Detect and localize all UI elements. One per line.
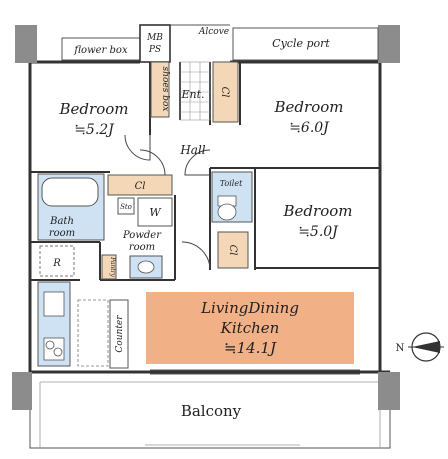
refrigerator-label: R <box>52 258 61 269</box>
entrance-floor <box>179 61 211 121</box>
balcony-windows <box>150 369 360 375</box>
compass <box>408 332 444 362</box>
counter-label: Counter <box>115 315 125 353</box>
columns <box>12 25 400 410</box>
toilet-room <box>211 171 253 223</box>
entrance-label: Ent. <box>180 88 204 101</box>
kitchen-cabinet <box>77 299 109 367</box>
shoes-box <box>150 61 170 118</box>
ldk-name-1: LivingDining <box>200 299 299 317</box>
ldk-size: ≒14.1J <box>224 339 277 357</box>
closet-hall-label: Cl <box>135 181 146 192</box>
ps-label: PS <box>148 45 161 55</box>
north-label: N <box>396 343 405 354</box>
mb-label: MB <box>146 33 163 43</box>
alcove-label: Alcove <box>198 27 229 37</box>
pantry <box>101 254 117 280</box>
ldk-name-2: Kitchen <box>220 319 280 337</box>
storage-label: Sto <box>120 203 132 211</box>
toilet-label: Toilet <box>220 179 243 188</box>
balcony-label: Balcony <box>181 402 242 420</box>
cycle-port-label: Cycle port <box>272 37 330 50</box>
balcony-area <box>29 371 391 449</box>
top-strip <box>61 24 379 63</box>
washer <box>137 197 173 227</box>
hall-doors <box>139 149 211 271</box>
closet-hall <box>107 174 173 196</box>
refrigerator-space <box>39 245 75 277</box>
closet-bedroom-mid <box>217 231 249 269</box>
powder-label-1: Powder <box>122 230 162 241</box>
closet-bedroom-mid-label: Cl <box>227 245 238 256</box>
hall-label: Hall <box>179 143 205 157</box>
ldk-area <box>146 292 354 364</box>
bedroom-east-size: ≒6.0J <box>289 120 330 136</box>
bedroom-west-name: Bedroom <box>59 100 129 118</box>
bedroom-mid-name: Bedroom <box>283 202 353 220</box>
pantry-label: Pantry <box>109 256 116 277</box>
bedroom-west-size: ≒5.2J <box>74 122 115 138</box>
bath-label-1: Bath <box>49 216 74 227</box>
powder-label-2: room <box>129 242 155 253</box>
closet-entrance-label: Cl <box>219 87 230 98</box>
bathroom <box>37 173 105 241</box>
kitchen-counter <box>37 281 71 367</box>
storage <box>117 197 135 215</box>
closet-entrance <box>212 61 239 123</box>
washer-label: W <box>149 206 162 219</box>
flower-box-label: flower box <box>73 45 128 56</box>
powder-room-sink <box>129 255 163 279</box>
bedroom-west-door <box>124 134 151 161</box>
shoes-box-label: shoes box <box>160 67 170 112</box>
bath-label-2: room <box>49 228 75 239</box>
counter <box>109 299 129 369</box>
bedroom-mid-size: ≒5.0J <box>298 224 339 240</box>
bedroom-east-name: Bedroom <box>274 98 344 116</box>
interior-walls <box>30 62 380 281</box>
